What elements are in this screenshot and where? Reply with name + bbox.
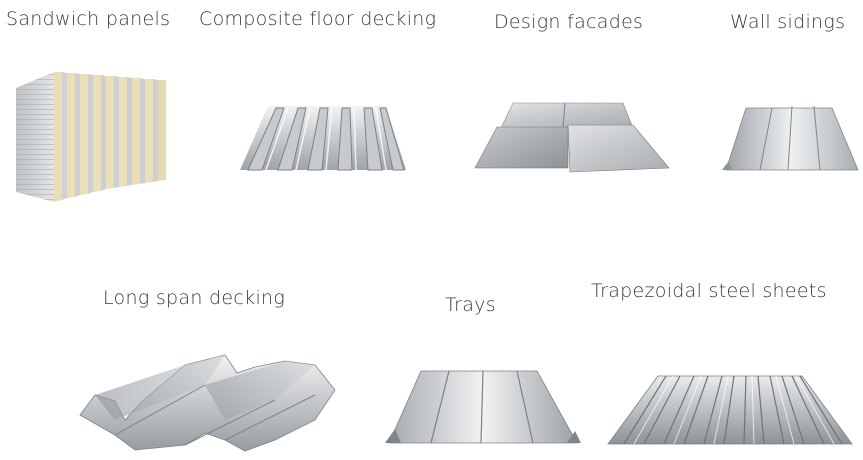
long-span-decking-label: Long span decking bbox=[103, 287, 286, 309]
sandwich-panels-label: Sandwich panels bbox=[6, 8, 171, 30]
design-facades-image bbox=[473, 100, 673, 175]
trays-label: Trays bbox=[445, 294, 496, 316]
trapezoidal-steel-sheets-image bbox=[606, 370, 856, 450]
sandwich-panels-image bbox=[14, 70, 174, 205]
long-span-decking-image bbox=[75, 345, 345, 455]
design-facades-label: Design facades bbox=[494, 11, 644, 33]
trays-image bbox=[385, 365, 585, 450]
trapezoidal-steel-sheets-label: Trapezoidal steel sheets bbox=[591, 280, 827, 302]
composite-floor-decking-label: Composite floor decking bbox=[199, 8, 437, 30]
composite-floor-decking-image bbox=[238, 100, 408, 175]
wall-sidings-image bbox=[722, 100, 862, 175]
wall-sidings-label: Wall sidings bbox=[730, 11, 846, 33]
